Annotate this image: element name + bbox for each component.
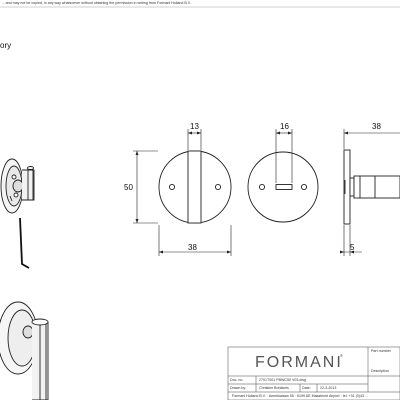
date-label: Date: xyxy=(302,386,311,390)
brand-registered-mark: ® xyxy=(340,353,343,358)
perspective-view-lower xyxy=(0,301,49,400)
description-label: Description xyxy=(371,369,389,373)
dimension-arrows xyxy=(135,131,354,254)
dim-38-top: 38 xyxy=(372,122,381,131)
date-value: 22-3-2013 xyxy=(320,386,336,390)
dim-13: 13 xyxy=(190,122,199,131)
dimension-lines xyxy=(133,129,400,256)
footer-address: Formani Holland B.V. · Amerikalaan 55 · … xyxy=(232,394,368,398)
side-view xyxy=(343,149,400,225)
doc-no-label: Doc. no. xyxy=(230,378,243,382)
dim-16: 16 xyxy=(280,122,289,131)
drawn-by-value: Christien Brinkkels xyxy=(259,386,289,390)
doc-no-value: 2701T001 PBWC50 V03.dwg xyxy=(259,378,306,382)
brand-logo: FORMANI xyxy=(255,354,343,371)
perspective-view-upper xyxy=(0,158,35,269)
dim-5: 5 xyxy=(350,243,355,252)
copyright-note: …and may not be copied, in any way whats… xyxy=(2,1,191,5)
front-view-emergency-release xyxy=(247,151,319,223)
dim-50: 50 xyxy=(124,183,133,192)
dim-38-bottom: 38 xyxy=(188,243,197,252)
front-view-turn-knob xyxy=(158,150,232,224)
title-block xyxy=(227,346,400,400)
side-label: ory xyxy=(0,41,11,50)
drawn-by-label: Drawn by: xyxy=(230,386,246,390)
part-number-label: Part number xyxy=(371,349,392,353)
